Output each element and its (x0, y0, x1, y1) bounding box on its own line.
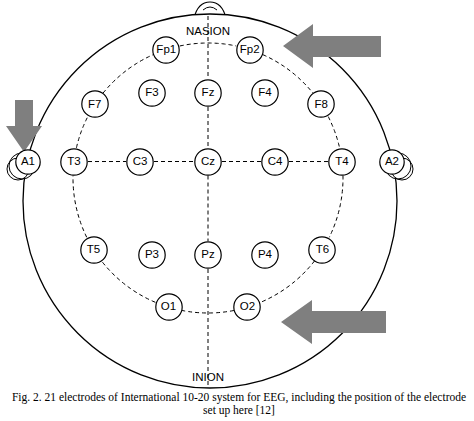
electrode-label: P4 (258, 249, 272, 261)
dashed-connector (208, 107, 209, 148)
electrode-label: Cz (201, 156, 215, 168)
electrode: F8 (307, 90, 335, 118)
electrode: O1 (155, 293, 183, 321)
electrode-label: P3 (145, 249, 159, 261)
electrode-label: Fp1 (156, 44, 176, 56)
left-ear (9, 153, 35, 179)
electrode-label: T6 (316, 244, 329, 256)
electrode-label: C4 (268, 156, 283, 168)
electrode-circle (82, 91, 108, 117)
electrode-label: F4 (258, 87, 271, 99)
electrode-circle (139, 242, 165, 268)
pointer-arrow (281, 300, 386, 344)
electrode-label: T4 (335, 156, 348, 168)
electrode-label: Fz (202, 87, 215, 99)
pointer-arrow (6, 100, 42, 152)
electrode-label: F8 (315, 99, 328, 111)
electrode-circle (309, 236, 335, 262)
electrode: T4 (328, 148, 356, 176)
pointer-arrow (283, 24, 381, 68)
electrode-label: A1 (21, 156, 35, 168)
electrode-circle (139, 80, 165, 106)
electrode-circle (80, 236, 106, 262)
nose-detail (203, 7, 217, 10)
dashed-connector (222, 161, 261, 162)
electrode: F7 (81, 90, 109, 118)
electrode-circle (380, 150, 404, 174)
electrode-circle (262, 148, 288, 174)
midline (208, 269, 209, 386)
electrode: F3 (138, 79, 166, 107)
electrode: A1 (15, 149, 41, 175)
electrode-label: T5 (87, 244, 100, 256)
electrode-label: A2 (385, 156, 399, 168)
electrode-circle (329, 148, 355, 174)
dashed-connector (154, 161, 194, 162)
electrode-circle (237, 36, 263, 62)
electrode-label: T3 (67, 156, 80, 168)
dashed-connector (289, 161, 328, 162)
electrode-circle (195, 242, 221, 268)
electrode: P4 (251, 241, 279, 269)
electrode-label: C3 (133, 156, 148, 168)
dashed-connector (88, 161, 126, 162)
dashed-connector (180, 43, 236, 46)
electrode-label: O1 (161, 301, 176, 313)
electrode-circle (127, 148, 153, 174)
electrode: A2 (379, 149, 405, 175)
dashed-connector (208, 176, 209, 242)
electrode-circle (252, 80, 278, 106)
landmark-label: INION (192, 371, 224, 383)
electrode: Fp1 (152, 36, 180, 64)
dashed-connector (329, 176, 343, 238)
electrode-label: Fp2 (240, 44, 260, 56)
dashed-connector (328, 117, 339, 148)
electrode-circle (195, 80, 221, 106)
electrode-label: F3 (145, 87, 158, 99)
dashed-connector (182, 310, 234, 313)
electrode: C3 (126, 148, 154, 176)
electrode: Fp2 (236, 36, 264, 64)
electrode: Fz (194, 79, 222, 107)
electrode-circle (16, 150, 40, 174)
electrode: T5 (80, 236, 108, 264)
electrode-circle (252, 242, 278, 268)
electrode-circle (153, 36, 179, 62)
landmark-label: NASION (186, 25, 230, 37)
figure-caption: Fig. 2. 21 electrodes of International 1… (8, 391, 470, 417)
electrode-label: F7 (88, 99, 101, 111)
electrode-circle (195, 148, 221, 174)
electrode: P3 (138, 241, 166, 269)
electrode: T3 (60, 148, 88, 176)
electrode: F4 (251, 79, 279, 107)
electrode-circle (61, 148, 87, 174)
dashed-connector (76, 117, 87, 148)
right-ear (385, 153, 411, 179)
electrode-circle (234, 294, 260, 320)
electrode-label: Pz (201, 249, 214, 261)
electrode: C4 (261, 148, 289, 176)
head-outline (23, 14, 397, 388)
dashed-connector (73, 176, 87, 238)
electrode-circle (155, 294, 181, 320)
electrode: O2 (233, 293, 261, 321)
electrode: Cz (194, 148, 222, 176)
electrode-label: O2 (240, 301, 255, 313)
electrode: Pz (194, 241, 222, 269)
electrode: T6 (308, 236, 336, 264)
electrode-circle (308, 91, 334, 117)
